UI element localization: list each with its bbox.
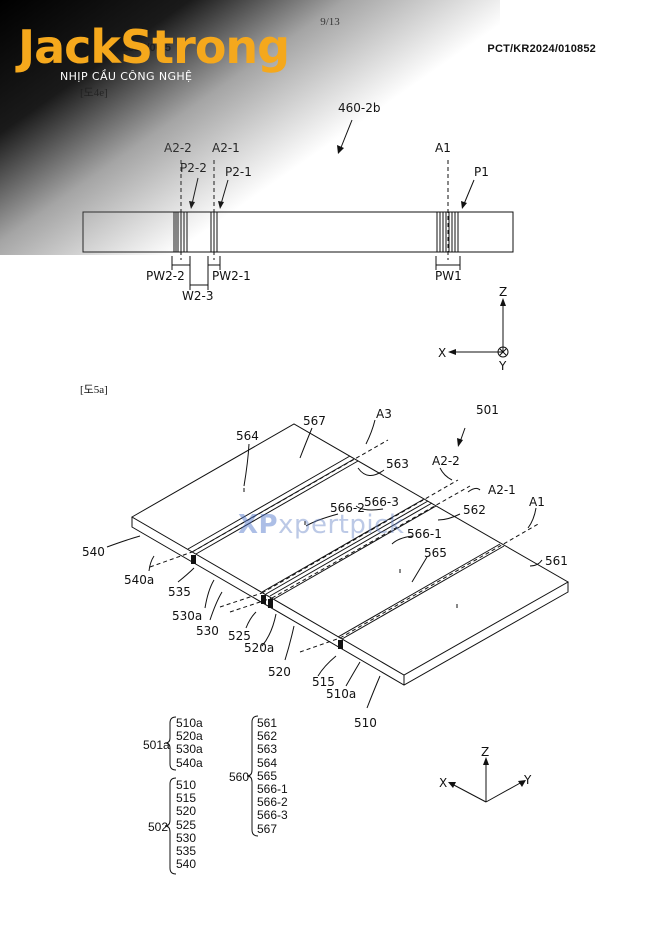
band-566 (261, 498, 437, 600)
figure-5a-label: [도5a] (80, 384, 108, 396)
ref-567: 567 (303, 414, 326, 428)
ref-566-1: 566-1 (407, 527, 442, 541)
ref-566-2: 566-2 (330, 501, 365, 515)
legend-item: 530a (176, 742, 203, 757)
legend-item: 566-1 (257, 782, 288, 797)
legend-item: 535 (176, 844, 197, 859)
ref-525: 525 (228, 629, 251, 643)
legend-item: 515 (176, 791, 197, 806)
legend-item: 567 (257, 821, 278, 836)
label-w2-3: W2-3 (182, 289, 213, 303)
ref-562: 562 (463, 503, 486, 517)
ref-501: 501 (476, 403, 499, 417)
legend-560-list: 561 562 563 564 565 566-1 566-2 566-3 56… (257, 716, 288, 836)
legend-item: 563 (257, 742, 278, 757)
axis-x-b: X (439, 776, 447, 790)
watermark-mark: XP (238, 510, 279, 540)
ref-540: 540 (82, 545, 105, 559)
legend-item: 566-2 (257, 795, 288, 810)
axis-z-a: Z (499, 285, 507, 299)
ref-a2-2: A2-2 (432, 454, 460, 468)
ref-530a: 530a (172, 609, 202, 623)
legend-501a-name: 501a (143, 738, 170, 752)
axis-z-b: Z (481, 745, 489, 759)
legend-501a-list: 510a 520a 530a 540a (176, 716, 203, 770)
ref-565: 565 (424, 546, 447, 560)
site-logo: JackStrong NHỊP CẦU CÔNG NGHỆ (18, 20, 290, 83)
ref-563: 563 (386, 457, 409, 471)
label-pw2-1: PW2-1 (212, 269, 251, 283)
legend-502-name: 502 (148, 820, 169, 834)
watermark: XPxpertpick (238, 510, 404, 540)
band-565 (337, 543, 505, 640)
legend-item: 540a (176, 755, 203, 770)
legend-item: 510a (176, 716, 203, 730)
axis-y-a: Y (498, 359, 507, 373)
legend-item: 566-3 (257, 808, 288, 823)
legend-item: 561 (257, 716, 278, 730)
legend-item: 520 (176, 804, 197, 819)
legend-item: 562 (257, 729, 278, 744)
logo-wordmark: JackStrong (18, 20, 290, 74)
ref-535: 535 (168, 585, 191, 599)
ref-530: 530 (196, 624, 219, 638)
ref-a2-1: A2-1 (488, 483, 516, 497)
axis-y-b: Y (523, 773, 532, 787)
ref-566-3: 566-3 (364, 495, 399, 509)
legend-item: 540 (176, 857, 197, 872)
ref-561: 561 (545, 554, 568, 568)
legend-item: 510 (176, 778, 197, 792)
label-pw1: PW1 (435, 269, 462, 283)
logo-tagline: NHỊP CẦU CÔNG NGHỆ (60, 70, 193, 83)
ref-a3: A3 (376, 407, 392, 421)
ref-515: 515 (312, 675, 335, 689)
application-number: PCT/KR2024/010852 (487, 43, 596, 55)
legend-item: 530 (176, 830, 197, 845)
ref-a1: A1 (529, 495, 545, 509)
watermark-text: xpertpick (278, 510, 405, 540)
legend-item: 525 (176, 817, 197, 832)
ref-520: 520 (268, 665, 291, 679)
label-pw2-2: PW2-2 (146, 269, 185, 283)
legend-item: 520a (176, 729, 203, 744)
ref-540a: 540a (124, 573, 154, 587)
legend-item: 565 (257, 768, 278, 783)
axes-indicator-a (448, 298, 509, 358)
legend-item: 564 (257, 755, 278, 770)
axis-x-a: X (438, 346, 446, 360)
legend-502-list: 510 515 520 525 530 535 540 (176, 778, 197, 872)
axes-indicator-b (448, 757, 526, 803)
legend-560-name: 560 (229, 770, 250, 784)
ref-564: 564 (236, 429, 259, 443)
ref-520a: 520a (244, 641, 274, 655)
ref-510a: 510a (326, 687, 356, 701)
ref-510: 510 (354, 716, 377, 730)
